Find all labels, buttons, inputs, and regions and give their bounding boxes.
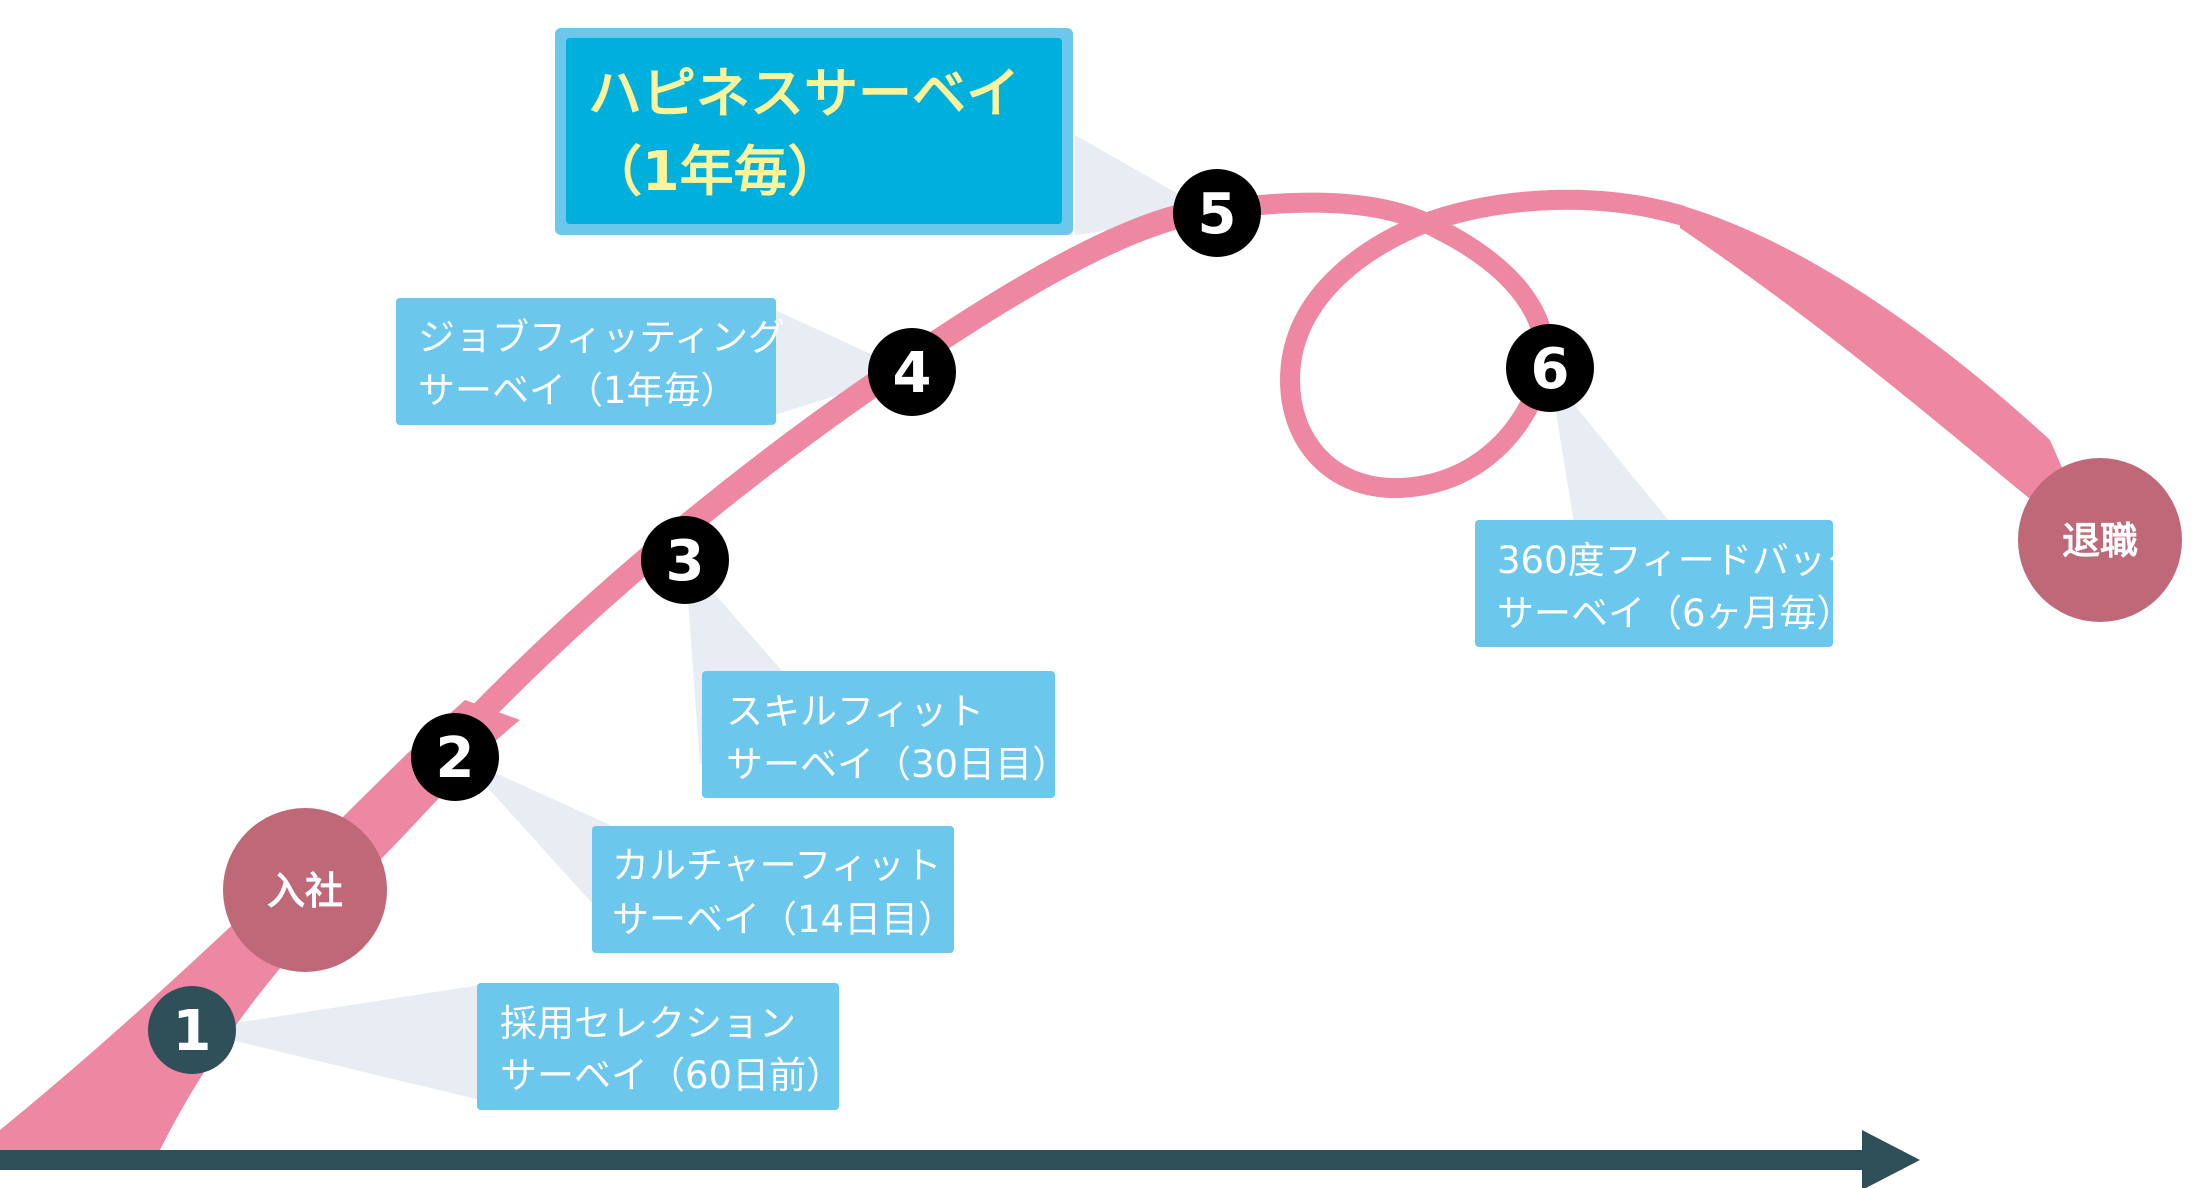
survey-label-4-line2: サーベイ（1年毎） xyxy=(418,369,738,412)
milestone-leave-circle xyxy=(2018,458,2182,622)
step-node-2: 2 xyxy=(411,713,499,801)
survey-label-1-line2: サーベイ（60日前） xyxy=(500,1054,843,1097)
survey-label-5-main: ハピネスサーベイ （1年毎） xyxy=(555,28,1073,235)
step-node-4-number: 4 xyxy=(893,341,932,406)
step-node-4-circle xyxy=(868,328,956,416)
survey-label-2: カルチャーフィット サーベイ（14日目） xyxy=(592,826,955,953)
survey-label-3-line2: サーベイ（30日目） xyxy=(726,743,1069,786)
step-node-3: 3 xyxy=(641,516,729,604)
survey-label-4-box xyxy=(396,298,776,425)
career-curve-fall xyxy=(1680,205,2100,555)
milestone-join-circle xyxy=(223,808,387,972)
survey-label-6-line2: サーベイ（6ヶ月毎） xyxy=(1497,592,1854,635)
survey-label-1-line1: 採用セレクション xyxy=(500,1002,796,1045)
step-node-6-number: 6 xyxy=(1531,337,1570,402)
pointer-4 xyxy=(775,310,910,415)
survey-label-3-line1: スキルフィット xyxy=(726,690,984,733)
survey-label-4-line1: ジョブフィッティング xyxy=(418,316,785,359)
survey-label-6-line1: 360度フィードバック xyxy=(1497,539,1863,582)
step-node-4: 4 xyxy=(868,328,956,416)
survey-label-4: ジョブフィッティング サーベイ（1年毎） xyxy=(396,298,785,425)
step-node-6-circle xyxy=(1506,324,1594,412)
step-node-2-circle xyxy=(411,713,499,801)
survey-label-2-line2: サーベイ（14日目） xyxy=(612,898,955,941)
survey-label-3: スキルフィット サーベイ（30日目） xyxy=(702,671,1069,798)
milestone-join: 入社 xyxy=(223,808,387,972)
pointer-1 xyxy=(190,985,480,1100)
survey-label-2-line1: カルチャーフィット xyxy=(612,844,942,887)
milestone-join-label: 入社 xyxy=(267,869,343,913)
callout-pointers xyxy=(190,135,1670,1100)
pointer-6 xyxy=(1550,375,1670,560)
career-curve-rise xyxy=(458,198,1227,737)
survey-label-2-box xyxy=(592,826,954,953)
pointer-2 xyxy=(460,757,610,912)
step-node-5-circle xyxy=(1173,169,1261,257)
survey-label-5-inner xyxy=(566,38,1062,224)
step-node-5: 5 xyxy=(1173,169,1261,257)
step-node-6: 6 xyxy=(1506,324,1594,412)
survey-label-6-box xyxy=(1475,520,1833,647)
survey-label-1-box xyxy=(477,983,839,1110)
survey-label-5-line1: ハピネスサーベイ xyxy=(588,62,1020,125)
survey-label-6: 360度フィードバック サーベイ（6ヶ月毎） xyxy=(1475,520,1863,647)
milestone-leave: 退職 xyxy=(2018,458,2182,622)
time-axis-line xyxy=(0,1150,1870,1170)
survey-label-3-box xyxy=(702,671,1055,798)
step-node-1-number: 1 xyxy=(173,999,212,1064)
step-node-3-number: 3 xyxy=(666,529,705,594)
time-axis-arrowhead xyxy=(1862,1130,1920,1188)
career-curve-peak xyxy=(1205,189,1690,499)
milestone-leave-label: 退職 xyxy=(2062,519,2138,563)
survey-label-1: 採用セレクション サーベイ（60日前） xyxy=(477,983,843,1110)
step-node-1: 1 xyxy=(148,986,236,1074)
time-axis-arrow xyxy=(0,1130,1920,1188)
step-node-5-number: 5 xyxy=(1198,182,1237,247)
step-node-2-number: 2 xyxy=(436,726,475,791)
step-node-1-circle xyxy=(148,986,236,1074)
survey-label-5-line2: （1年毎） xyxy=(588,140,842,203)
step-node-3-circle xyxy=(641,516,729,604)
